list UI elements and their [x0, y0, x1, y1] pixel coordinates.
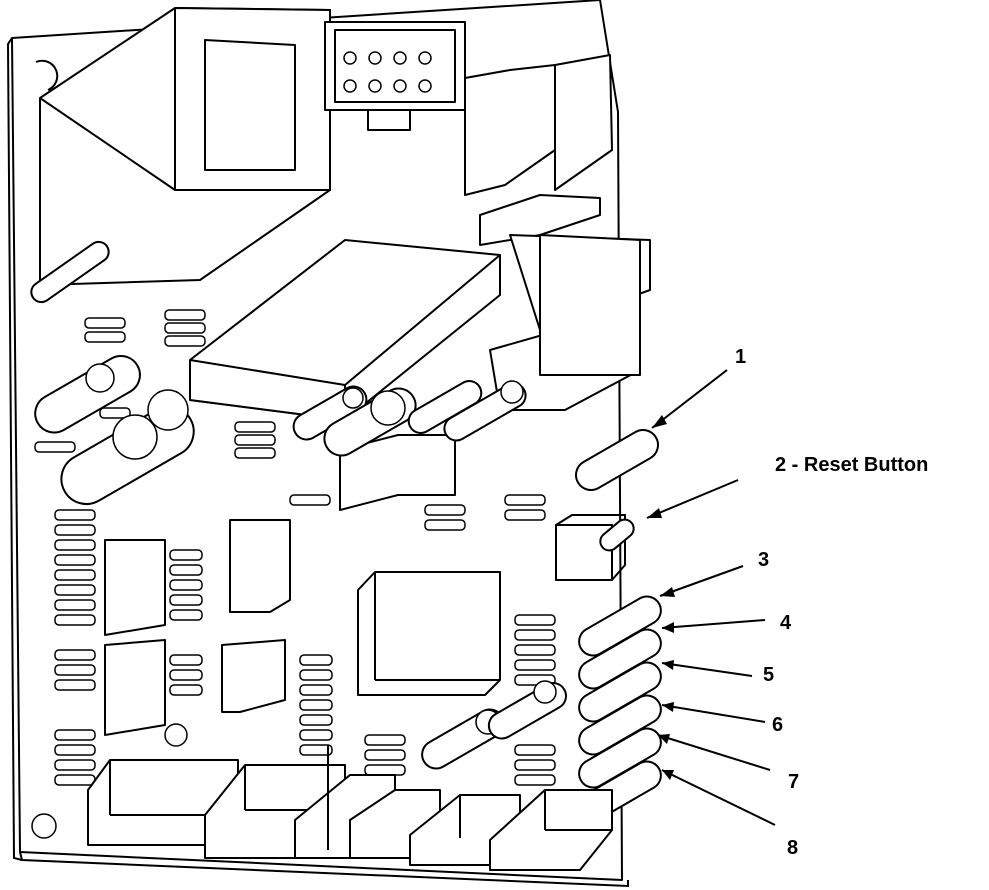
leds [555, 429, 662, 822]
callout-4: 4 [780, 612, 792, 634]
callout-1: 1 [735, 346, 747, 368]
header-connector [324, 21, 466, 131]
leader-lines [646, 369, 776, 826]
callout-6: 6 [772, 714, 784, 736]
heatsink [189, 239, 501, 421]
mounting-hole-top [35, 59, 59, 91]
callout-2-reset-button: 2 - Reset Button [775, 454, 929, 476]
callout-7: 7 [788, 771, 800, 793]
resistor-banks [34, 309, 556, 786]
callout-5: 5 [763, 664, 775, 686]
mounting-hole [31, 813, 57, 839]
callout-8: 8 [787, 837, 799, 859]
terminal-blocks [87, 745, 613, 871]
right-relays [464, 54, 651, 411]
capacitors [34, 355, 567, 770]
callout-3: 3 [758, 549, 770, 571]
relay-blocks [104, 434, 501, 736]
transformer [30, 7, 331, 304]
